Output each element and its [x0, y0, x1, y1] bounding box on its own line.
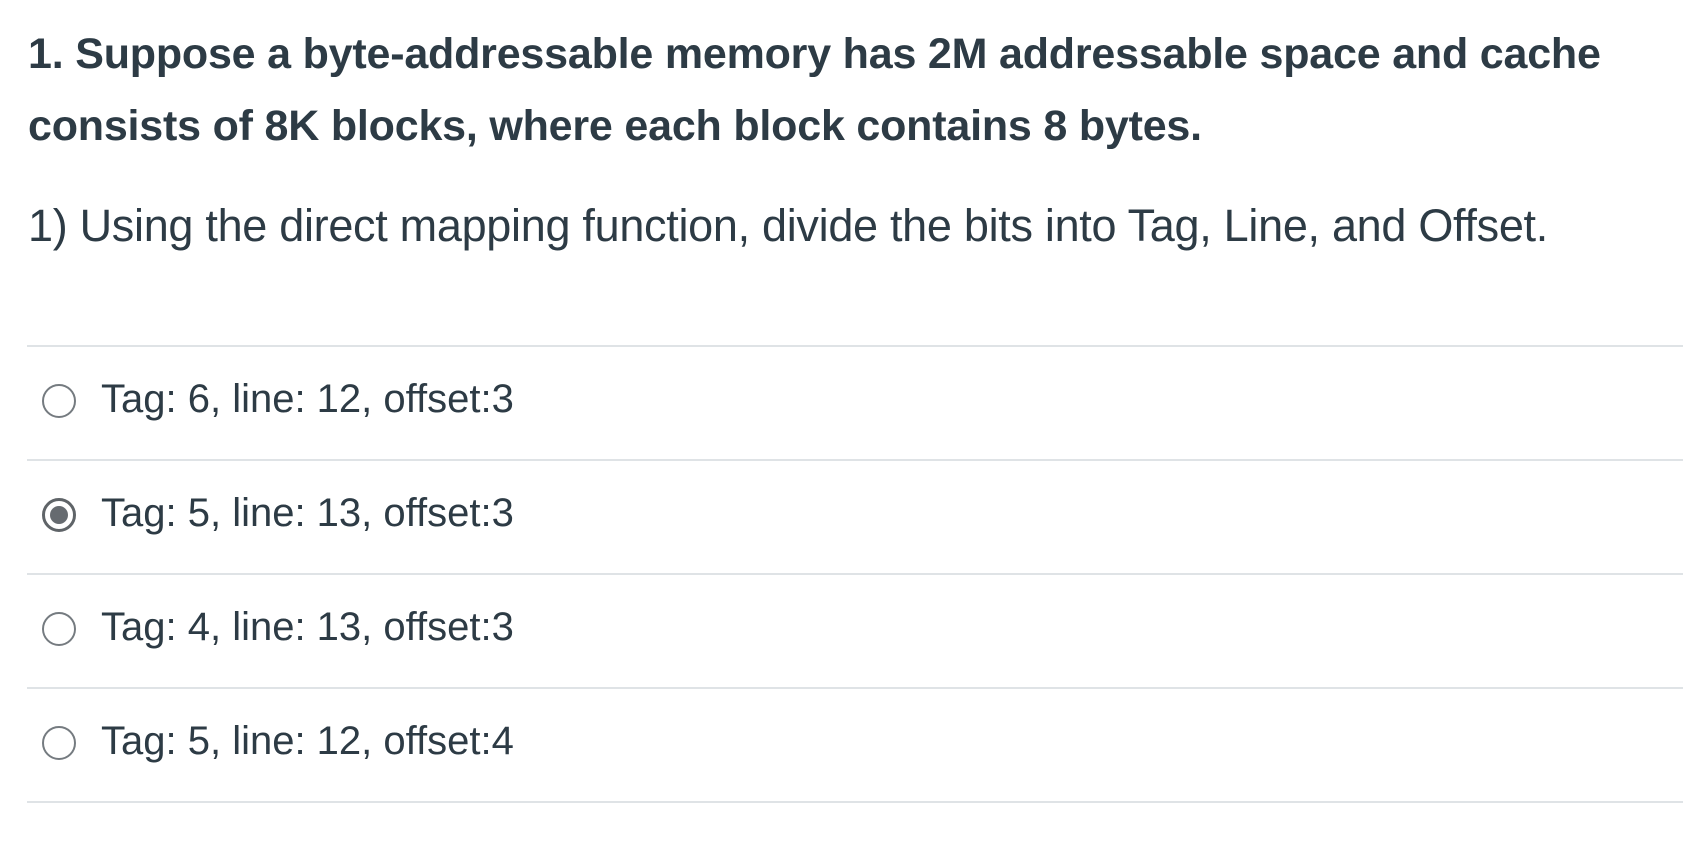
answer-option-4[interactable]: Tag: 5, line: 12, offset:4	[27, 689, 1683, 803]
answer-option-1[interactable]: Tag: 6, line: 12, offset:3	[27, 347, 1683, 461]
question-prompt: 1) Using the direct mapping function, di…	[28, 200, 1548, 251]
answer-label: Tag: 6, line: 12, offset:3	[101, 377, 514, 421]
answer-list: Tag: 6, line: 12, offset:3 Tag: 5, line:…	[27, 345, 1683, 803]
answer-label: Tag: 5, line: 13, offset:3	[101, 491, 514, 535]
answer-option-3[interactable]: Tag: 4, line: 13, offset:3	[27, 575, 1683, 689]
radio-button-icon[interactable]	[42, 384, 76, 418]
radio-selected-dot-icon	[50, 506, 68, 524]
radio-button-icon[interactable]	[42, 498, 76, 532]
answer-label: Tag: 5, line: 12, offset:4	[101, 719, 514, 763]
answer-label: Tag: 4, line: 13, offset:3	[101, 605, 514, 649]
radio-button-icon[interactable]	[42, 726, 76, 760]
answer-option-2[interactable]: Tag: 5, line: 13, offset:3	[27, 461, 1683, 575]
radio-button-icon[interactable]	[42, 612, 76, 646]
question-title: 1. Suppose a byte-addressable memory has…	[28, 30, 1601, 150]
